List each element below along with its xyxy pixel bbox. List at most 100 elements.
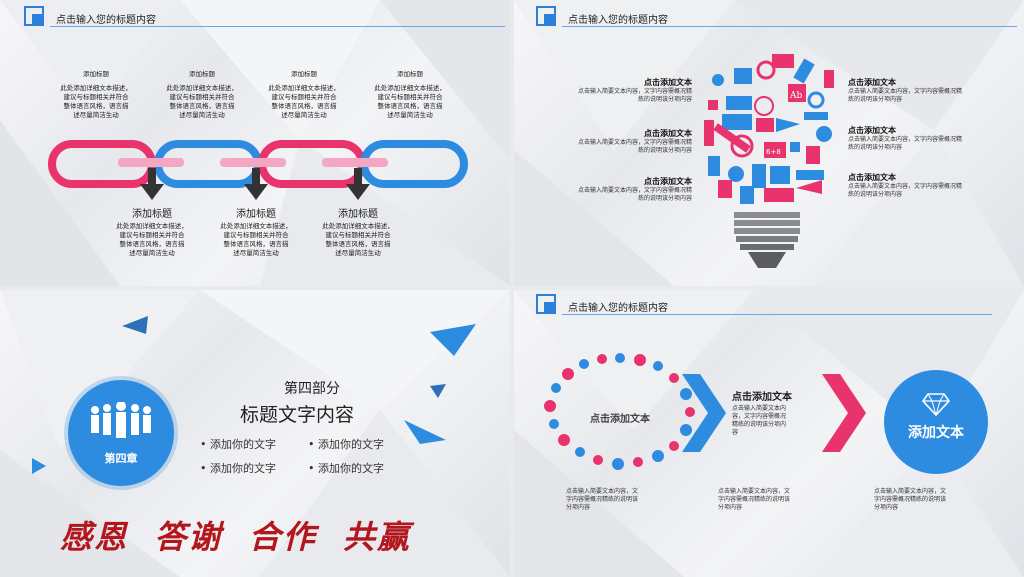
- down-arrow-icon: [244, 168, 268, 200]
- left-text-3[interactable]: 点击添加文本 点击输入简要文本内容，文字内容需概况精 炼的说明该分项内容: [554, 176, 692, 203]
- desc-line: 建议与标题相关并符合: [377, 93, 443, 101]
- down-arrow-icon: [346, 168, 370, 200]
- desc-line: 点击输入简要文本内容，文字内容需概况精: [848, 88, 963, 95]
- right-text-2[interactable]: 点击添加文本 点击输入简要文本内容，文字内容需概况精 炼的说明该分项内容: [848, 125, 988, 152]
- bullet-item[interactable]: • 添加你的文字: [200, 460, 276, 476]
- caption-1[interactable]: 点击输入简要文本内容，文 字内容需概况精练的说明该 分项内容: [566, 488, 676, 512]
- slide-1[interactable]: 点击输入您的标题内容 添加标题 此处添加详细文本描述， 建议与标题相关并符合 整…: [0, 0, 510, 286]
- slide-2-background: [514, 0, 1024, 286]
- slide-1-title[interactable]: 点击输入您的标题内容: [56, 15, 156, 26]
- desc-line: 此处添加详细文本描述，: [116, 222, 188, 230]
- chevron-right-icon: [822, 374, 866, 452]
- desc-line: 容: [732, 429, 739, 436]
- bottom-item-title: 添加标题: [338, 209, 378, 220]
- slide-3[interactable]: 第四章 第四部分 标题文字内容 • 添加你的文字 • 添加你的文字 • 添加你的…: [0, 290, 510, 577]
- desc-line: 点击输入简要文本内容，文字内容需概况精: [848, 136, 963, 143]
- slide-4[interactable]: 点击输入您的标题内容 点击添加文本 点击添加文本 点击输入简要文本内 容，文字内: [514, 290, 1024, 577]
- text-title: 点击添加文本: [848, 126, 896, 135]
- down-arrow-icon: [140, 168, 164, 200]
- slide-3-background: [0, 290, 510, 577]
- bottom-item-title: 添加标题: [132, 209, 172, 220]
- top-item-3[interactable]: 添加标题 此处添加详细文本描述， 建议与标题相关并符合 整体语言风格，语言描 述…: [254, 70, 354, 120]
- top-item-1[interactable]: 添加标题 此处添加详细文本描述， 建议与标题相关并符合 整体语言风格，语言描 述…: [46, 70, 146, 120]
- desc-line: 整体语言风格，语言描: [377, 102, 443, 110]
- chapter-circle: 第四章: [68, 380, 174, 486]
- bullet-item[interactable]: • 添加你的文字: [200, 436, 276, 452]
- bullet-item[interactable]: • 添加你的文字: [308, 436, 384, 452]
- bottom-item-title: 添加标题: [236, 209, 276, 220]
- top-item-2[interactable]: 添加标题 此处添加详细文本描述， 建议与标题相关并符合 整体语言风格，语言描 述…: [152, 70, 252, 120]
- bottom-item-3[interactable]: 添加标题 此处添加详细文本描述， 建议与标题相关并符合 整体语言风格，语言描 述…: [308, 210, 408, 258]
- end-circle-text: 添加文本: [908, 425, 964, 441]
- desc-line: 炼的说明该分项内容: [848, 191, 903, 198]
- diamond-icon: [922, 393, 950, 416]
- header-square-fill: [32, 14, 44, 26]
- right-text-1[interactable]: 点击添加文本 点击输入简要文本内容，文字内容需概况精 炼的说明该分项内容: [848, 77, 988, 104]
- desc-line: 述尽量简洁生动: [387, 111, 433, 119]
- header-divider: [562, 314, 992, 315]
- top-item-title: 添加标题: [83, 70, 109, 78]
- chevron-right-icon: [682, 374, 726, 452]
- desc-line: 整体语言风格，语言描: [169, 102, 235, 110]
- ring-center-text[interactable]: 点击添加文本: [590, 414, 650, 425]
- desc-line: 建议与标题相关并符合: [169, 93, 235, 101]
- desc-line: 述尽量简洁生动: [335, 249, 381, 257]
- calc-label: 6+8: [766, 148, 781, 156]
- desc-line: 点击输入简要文本内容，文字内容需概况精: [577, 187, 692, 194]
- text-title: 点击添加文本: [848, 173, 896, 182]
- slide-2-title[interactable]: 点击输入您的标题内容: [568, 15, 668, 26]
- bullet-item[interactable]: • 添加你的文字: [308, 460, 384, 476]
- desc-line: 整体语言风格，语言描: [271, 102, 337, 110]
- slide-2[interactable]: 点击输入您的标题内容 点击添加文本 点击输入简要文本内容，文字内容需概况精 炼的…: [514, 0, 1024, 286]
- left-text-1[interactable]: 点击添加文本 点击输入简要文本内容，文字内容需概况精 炼的说明该分项内容: [554, 77, 692, 104]
- desc-line: 点击输入简要文本内: [732, 405, 787, 412]
- desc-line: 述尽量简洁生动: [179, 111, 225, 119]
- dotted-ring-graphic: [544, 353, 695, 470]
- caption-3[interactable]: 点击输入简要文本内容，文 字内容需概况精练的说明该 分项内容: [874, 488, 984, 512]
- desc-line: 建议与标题相关并符合: [223, 231, 289, 239]
- desc-line: 精练的说明该分项内: [732, 421, 787, 428]
- desc-line: 炼的说明该分项内容: [848, 144, 903, 151]
- caption-line: 字内容需概况精练的说明该: [718, 496, 791, 503]
- desc-line: 述尽量简洁生动: [281, 111, 327, 119]
- decorative-triangles: [32, 316, 476, 474]
- right-text-3[interactable]: 点击添加文本 点击输入简要文本内容，文字内容需概况精 炼的说明该分项内容: [848, 172, 988, 199]
- bottom-item-2[interactable]: 添加标题 此处添加详细文本描述， 建议与标题相关并符合 整体语言风格，语言描 述…: [206, 210, 306, 258]
- desc-line: 点击输入简要文本内容，文字内容需概况精: [577, 139, 692, 146]
- header-divider: [50, 26, 505, 27]
- desc-line: 点击输入简要文本内容，文字内容需概况精: [848, 183, 963, 190]
- bottom-item-1[interactable]: 添加标题 此处添加详细文本描述， 建议与标题相关并符合 整体语言风格，语言描 述…: [102, 210, 202, 258]
- bullet-text: 添加你的文字: [210, 462, 276, 475]
- end-circle[interactable]: 添加文本: [884, 370, 988, 474]
- desc-line: 整体语言风格，语言描: [325, 240, 391, 248]
- chain-links-graphic: [48, 140, 468, 188]
- header-square-fill: [544, 14, 556, 26]
- top-item-title: 添加标题: [189, 70, 215, 78]
- part-label[interactable]: 第四部分: [284, 381, 340, 397]
- desc-line: 此处添加详细文本描述，: [374, 84, 446, 92]
- section-title[interactable]: 标题文字内容: [240, 404, 355, 426]
- chapter-label: 第四章: [104, 452, 138, 465]
- slide-4-title[interactable]: 点击输入您的标题内容: [568, 303, 668, 314]
- desc-line: 整体语言风格，语言描: [119, 240, 185, 248]
- middle-text-block[interactable]: 点击添加文本 点击输入简要文本内 容，文字内容需概况 精练的说明该分项内 容: [732, 388, 822, 437]
- text-title: 点击添加文本: [644, 129, 692, 138]
- desc-line: 点击输入简要文本内容，文字内容需概况精: [577, 88, 692, 95]
- desc-line: 整体语言风格，语言描: [63, 102, 129, 110]
- desc-line: 述尽量简洁生动: [129, 249, 175, 257]
- desc-line: 炼的说明该分项内容: [637, 96, 692, 103]
- bullet-text: 添加你的文字: [318, 438, 384, 451]
- caption-line: 分项内容: [874, 504, 899, 511]
- desc-line: 容，文字内容需概况: [732, 413, 787, 420]
- caption-line: 分项内容: [566, 504, 591, 511]
- caption-2[interactable]: 点击输入简要文本内容，文 字内容需概况精练的说明该 分项内容: [718, 488, 828, 512]
- desc-line: 炼的说明该分项内容: [637, 195, 692, 202]
- caption-line: 字内容需概况精练的说明该: [874, 496, 947, 503]
- desc-line: 建议与标题相关并符合: [63, 93, 129, 101]
- desc-line: 此处添加详细文本描述，: [220, 222, 292, 230]
- top-item-4[interactable]: 添加标题 此处添加详细文本描述， 建议与标题相关并符合 整体语言风格，语言描 述…: [360, 70, 460, 120]
- ab-label: Ab: [789, 91, 802, 101]
- middle-title: 点击添加文本: [732, 392, 792, 403]
- calligraphy-slogan: 感恩 答谢 合作 共赢: [60, 518, 411, 556]
- left-text-2[interactable]: 点击添加文本 点击输入简要文本内容，文字内容需概况精 炼的说明该分项内容: [554, 128, 692, 155]
